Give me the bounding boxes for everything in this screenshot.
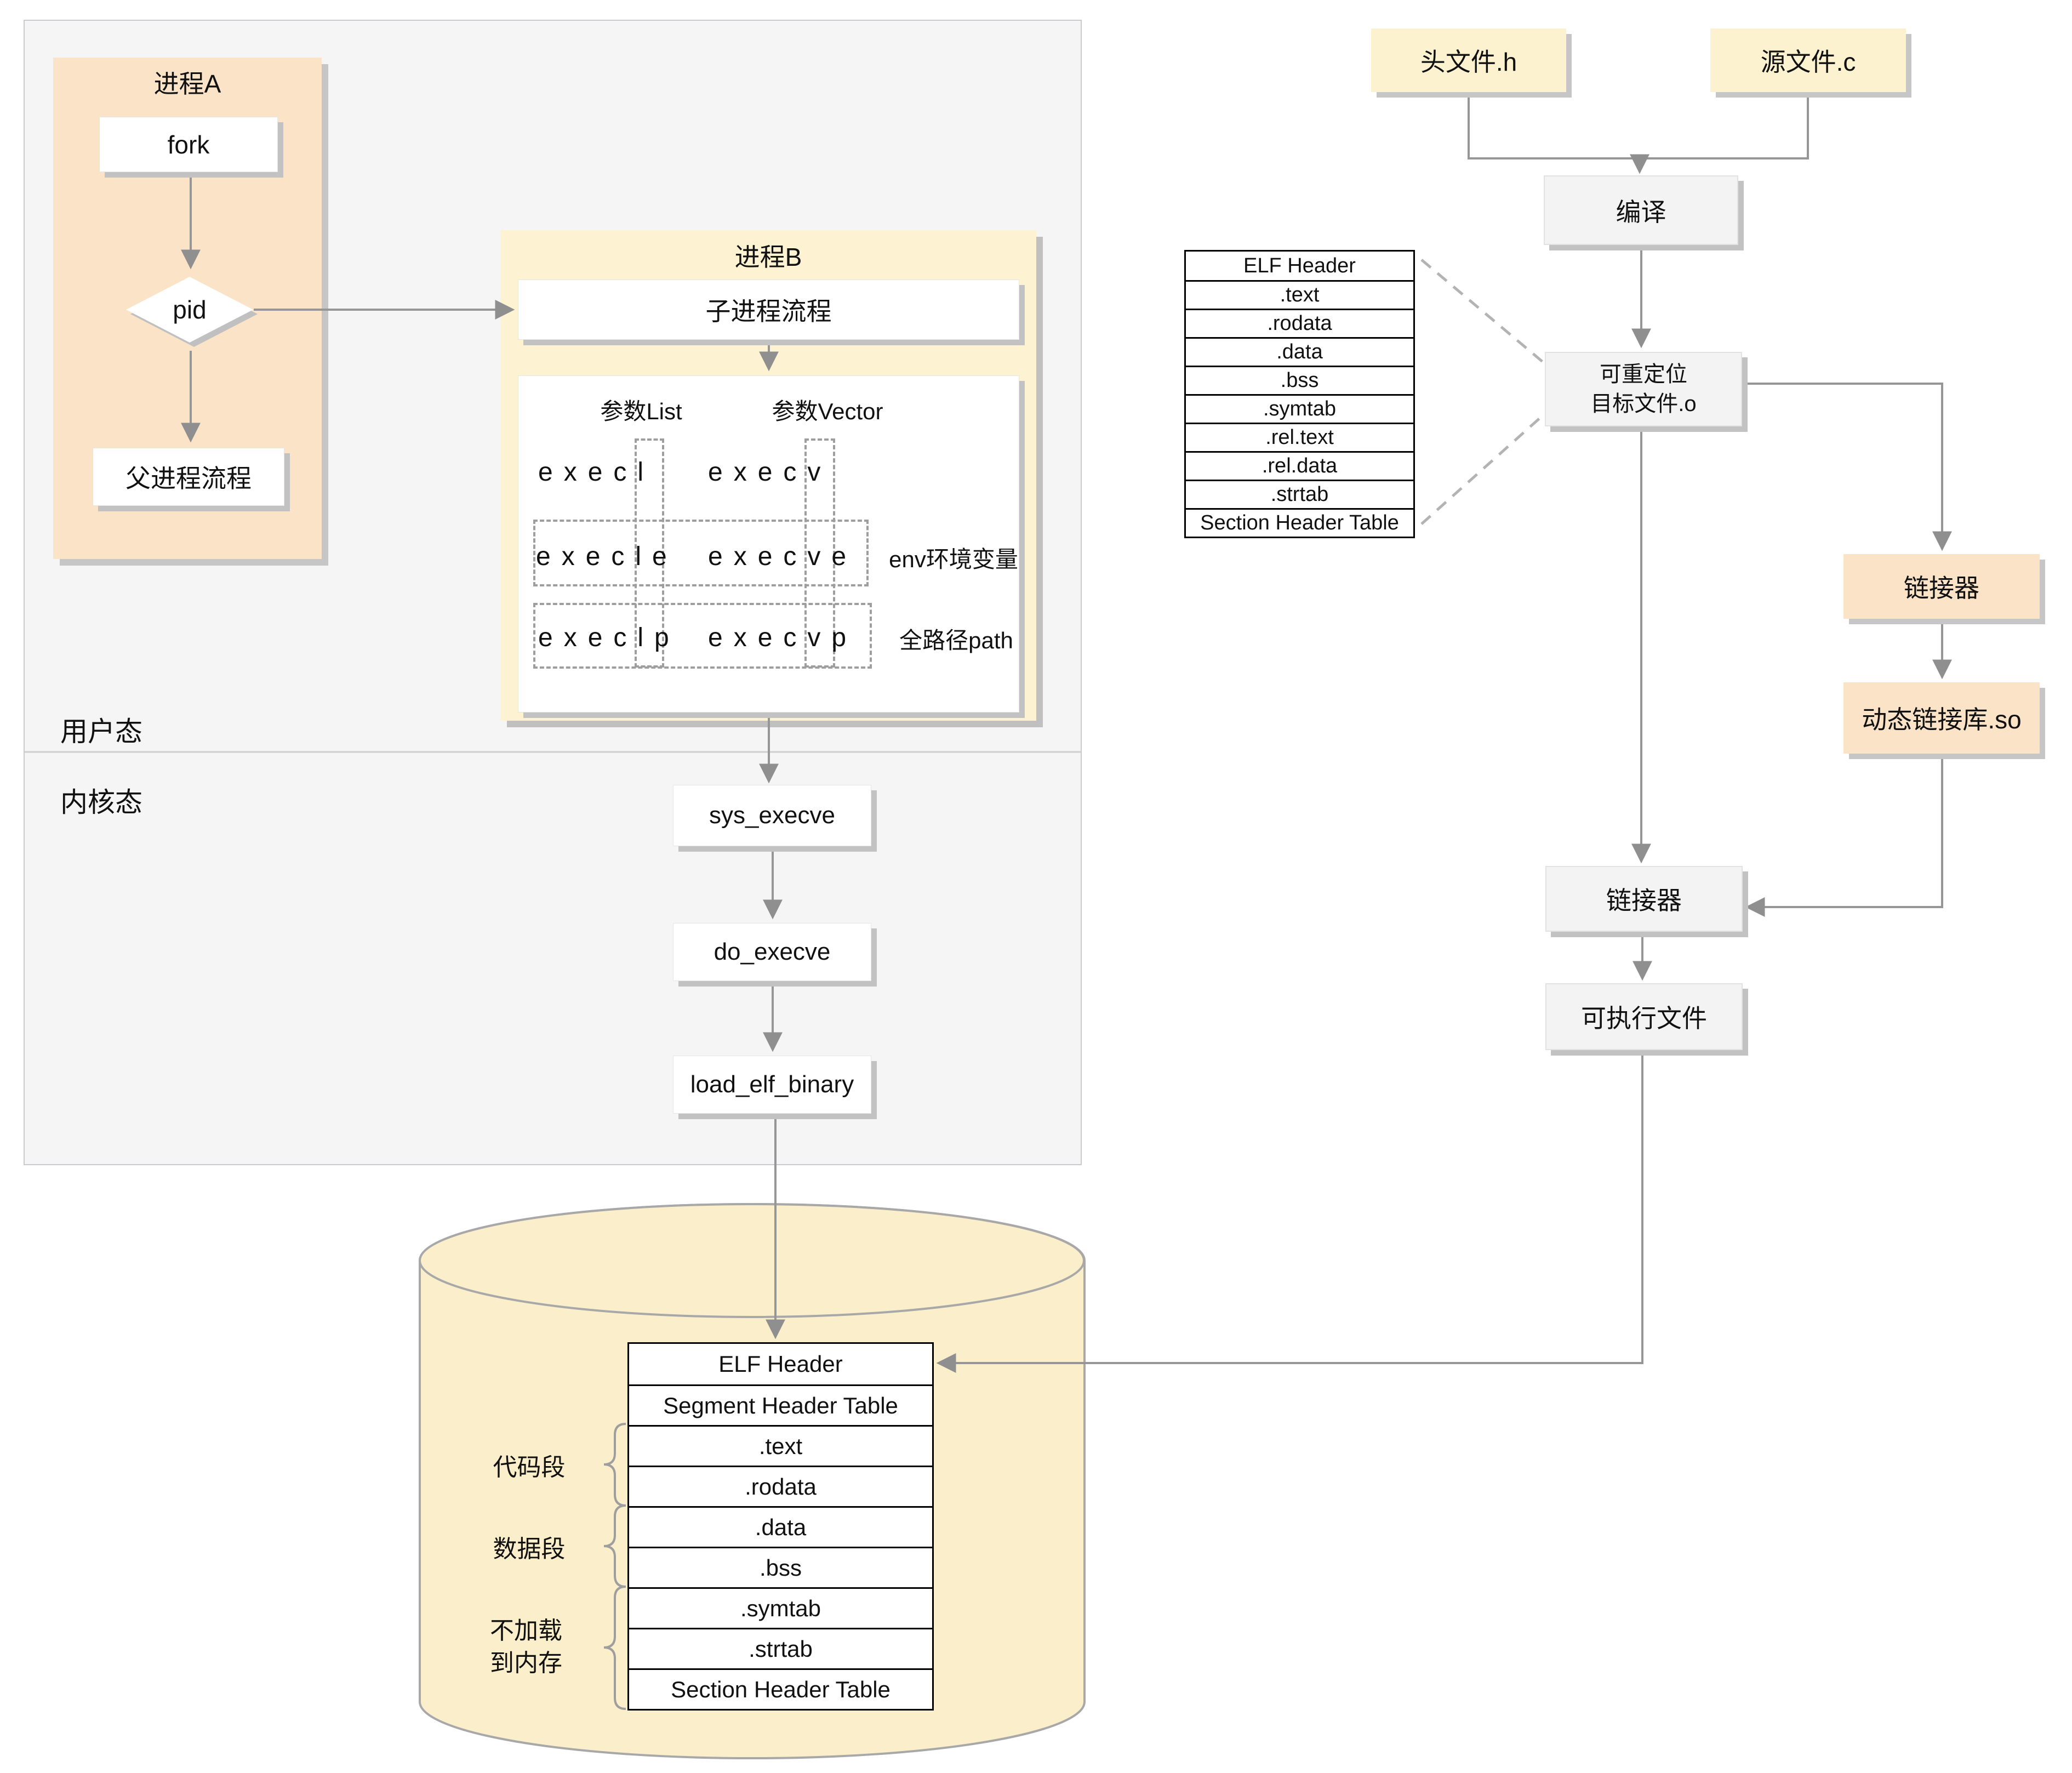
env-row-dashed-box [533,520,869,586]
path-row-dashed-box [533,603,872,669]
code-segment-label: 代码段 [493,1454,566,1481]
table-row: .text [1186,280,1413,309]
table-row: .data [629,1506,932,1547]
noload-line1: 不加载 [490,1617,562,1644]
table-row: .rel.text [1186,423,1413,451]
execv-label: execv [708,458,832,487]
load-elf-binary-node: load_elf_binary [673,1056,871,1114]
obj-projection-top-dash [1420,259,1548,366]
table-row: Section Header Table [629,1668,932,1709]
execve-label: execve [708,542,858,571]
table-row: .rodata [1186,309,1413,337]
process-b-title: 进程B [734,243,802,271]
table-row: ELF Header [718,1351,843,1377]
relocatable-object-node: 可重定位 目标文件.o [1545,352,1742,426]
do-execve-node: do_execve [673,923,871,981]
execl-label: execl [538,458,655,487]
param-vector-header: 参数Vector [772,398,883,424]
path-note-label: 全路径path [899,627,1013,653]
fork-node: fork [99,117,278,172]
table-row: .strtab [1186,480,1413,508]
parent-flow-node: 父进程流程 [93,448,284,506]
execlp-label: execlp [538,623,680,652]
exe-to-disk-arrow [936,1051,1643,1373]
executable-node: 可执行文件 [1545,983,1743,1050]
obj-projection-bottom-dash [1420,411,1548,525]
relocatable-line1: 可重定位 [1600,362,1687,386]
table-row: .bss [1186,366,1413,394]
so-to-linker2-arrow [1745,755,1943,917]
obj-to-linker1-arrow [1743,383,1952,551]
param-list-header: 参数List [600,398,682,424]
data-segment-label: 数据段 [493,1536,566,1563]
object-elf-table: ELF Header .text .rodata .data .bss .sym… [1184,250,1415,538]
header-file-node: 头文件.h [1371,28,1566,92]
source-file-node: 源文件.c [1710,28,1906,92]
sys-execve-node: sys_execve [673,785,871,846]
process-a-title: 进程A [153,70,221,98]
kernel-mode-label: 内核态 [60,787,142,818]
table-row: .strtab [629,1628,932,1668]
exec-matrix-box [518,375,1019,712]
relocatable-line2: 目标文件.o [1590,392,1697,416]
table-row: Section Header Table [1186,508,1413,537]
table-row: .rodata [629,1466,932,1506]
noload-line2: 到内存 [490,1650,562,1677]
data-segment-brace [603,1504,626,1588]
user-mode-label: 用户态 [60,716,142,747]
noload-segment-brace [603,1586,626,1710]
execle-label: execle [536,542,678,571]
table-row: .text [629,1425,932,1466]
dynamic-lib-node: 动态链接库.so [1843,682,2040,754]
table-row: .symtab [1186,394,1413,423]
table-row: .rel.data [1186,451,1413,480]
table-row: .symtab [629,1587,932,1628]
dynamic-linker-node: 链接器 [1843,554,2040,619]
table-row: ELF Header [1243,254,1356,277]
table-row: Segment Header Table [629,1384,932,1425]
table-row: .data [1186,337,1413,366]
code-segment-brace [603,1423,626,1507]
table-row: .bss [629,1547,932,1587]
noload-segment-label: 不加载 到内存 [463,1609,589,1685]
env-note-label: env环境变量 [889,546,1018,572]
child-flow-node: 子进程流程 [518,280,1019,340]
compile-node: 编译 [1544,175,1738,245]
disk-elf-table: ELF Header Segment Header Table .text .r… [627,1342,934,1711]
linker-node: 链接器 [1545,866,1743,932]
execvp-label: execvp [708,623,858,652]
